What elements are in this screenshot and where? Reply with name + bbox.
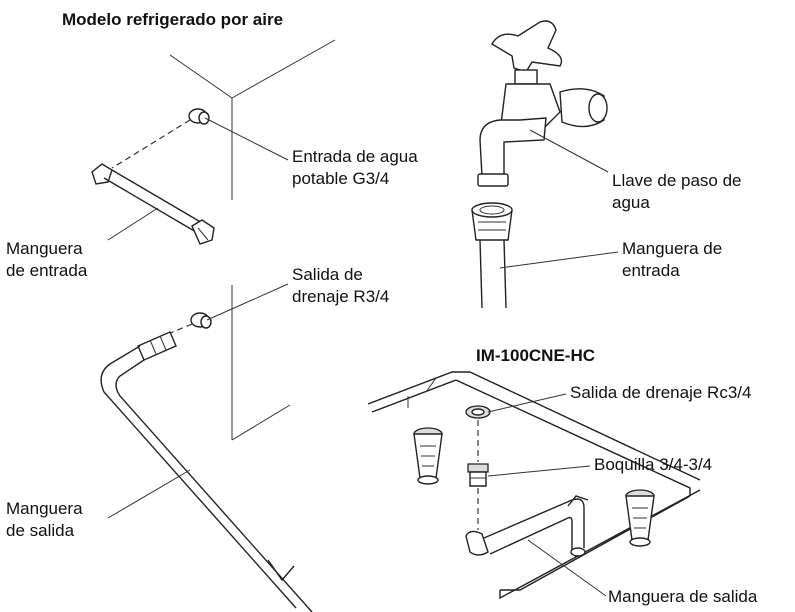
adjustable-foot-left [413, 427, 443, 485]
cabinet-outline [169, 39, 336, 441]
inlet-hose-left [91, 163, 215, 245]
leader-nozzle [487, 465, 591, 477]
nozzle-fitting [467, 463, 489, 487]
label-inlet-hose-right: Manguera de entrada [622, 239, 723, 280]
leader-inlet-hose-right [499, 251, 619, 269]
water-inlet-connector [188, 108, 210, 125]
leader-tap [529, 129, 609, 173]
water-tap [477, 20, 608, 187]
inlet-connection-dashline [111, 119, 191, 169]
label-inlet-hose-left: Manguera de entrada [6, 239, 88, 280]
leader-inlet-hose-left [107, 207, 159, 241]
label-water-inlet: Entrada de agua potable G3/4 [292, 147, 418, 188]
drain-outlet-connector [190, 312, 212, 329]
leader-outlet-hose-right [527, 539, 607, 597]
machine-base [367, 371, 701, 600]
leader-water-inlet [204, 117, 289, 161]
inlet-hose-right [471, 202, 513, 309]
label-nozzle: Boquilla 3/4-3/4 [594, 455, 713, 474]
leader-drain-outlet [206, 283, 289, 321]
title-model: IM-100CNE-HC [476, 346, 596, 365]
drain-connection-dashline [167, 323, 193, 335]
label-drain-outlet: Salida de drenaje R3/4 [292, 265, 390, 306]
label-drain-outlet-rc: Salida de drenaje Rc3/4 [570, 383, 752, 402]
outlet-hose-right [465, 495, 589, 557]
adjustable-foot-right [625, 489, 655, 547]
label-outlet-hose-right: Manguera de salida [608, 587, 758, 606]
title-air-cooled: Modelo refrigerado por aire [62, 10, 284, 29]
leader-outlet-hose-left [107, 469, 191, 519]
label-tap: Llave de paso de agua [612, 171, 742, 212]
outlet-hose-left [100, 331, 313, 612]
drain-outlet-hole [471, 408, 485, 416]
label-outlet-hose-left: Manguera de salida [6, 499, 83, 540]
leader-drain-outlet-rc [487, 393, 567, 413]
